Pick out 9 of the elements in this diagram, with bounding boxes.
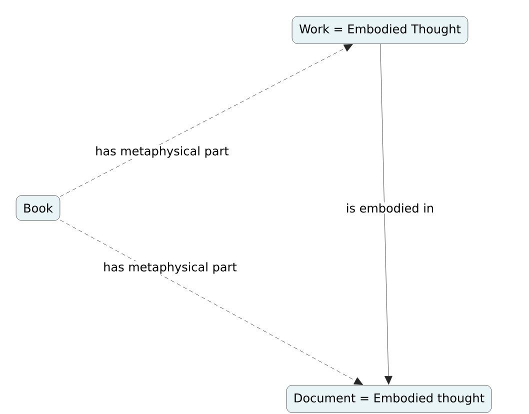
arrow (380, 44, 392, 385)
edge-label: is embodied in (344, 202, 436, 214)
concept-box: Document = Embodied thought (286, 384, 492, 413)
edge-label: has metaphysical part (94, 145, 230, 159)
concept-box: Book (16, 195, 60, 221)
arrow (60, 44, 353, 197)
arrow (60, 220, 364, 385)
edge-label: has metaphysical part (102, 261, 238, 275)
concept-box: Work = Embodied Thought (292, 16, 468, 44)
